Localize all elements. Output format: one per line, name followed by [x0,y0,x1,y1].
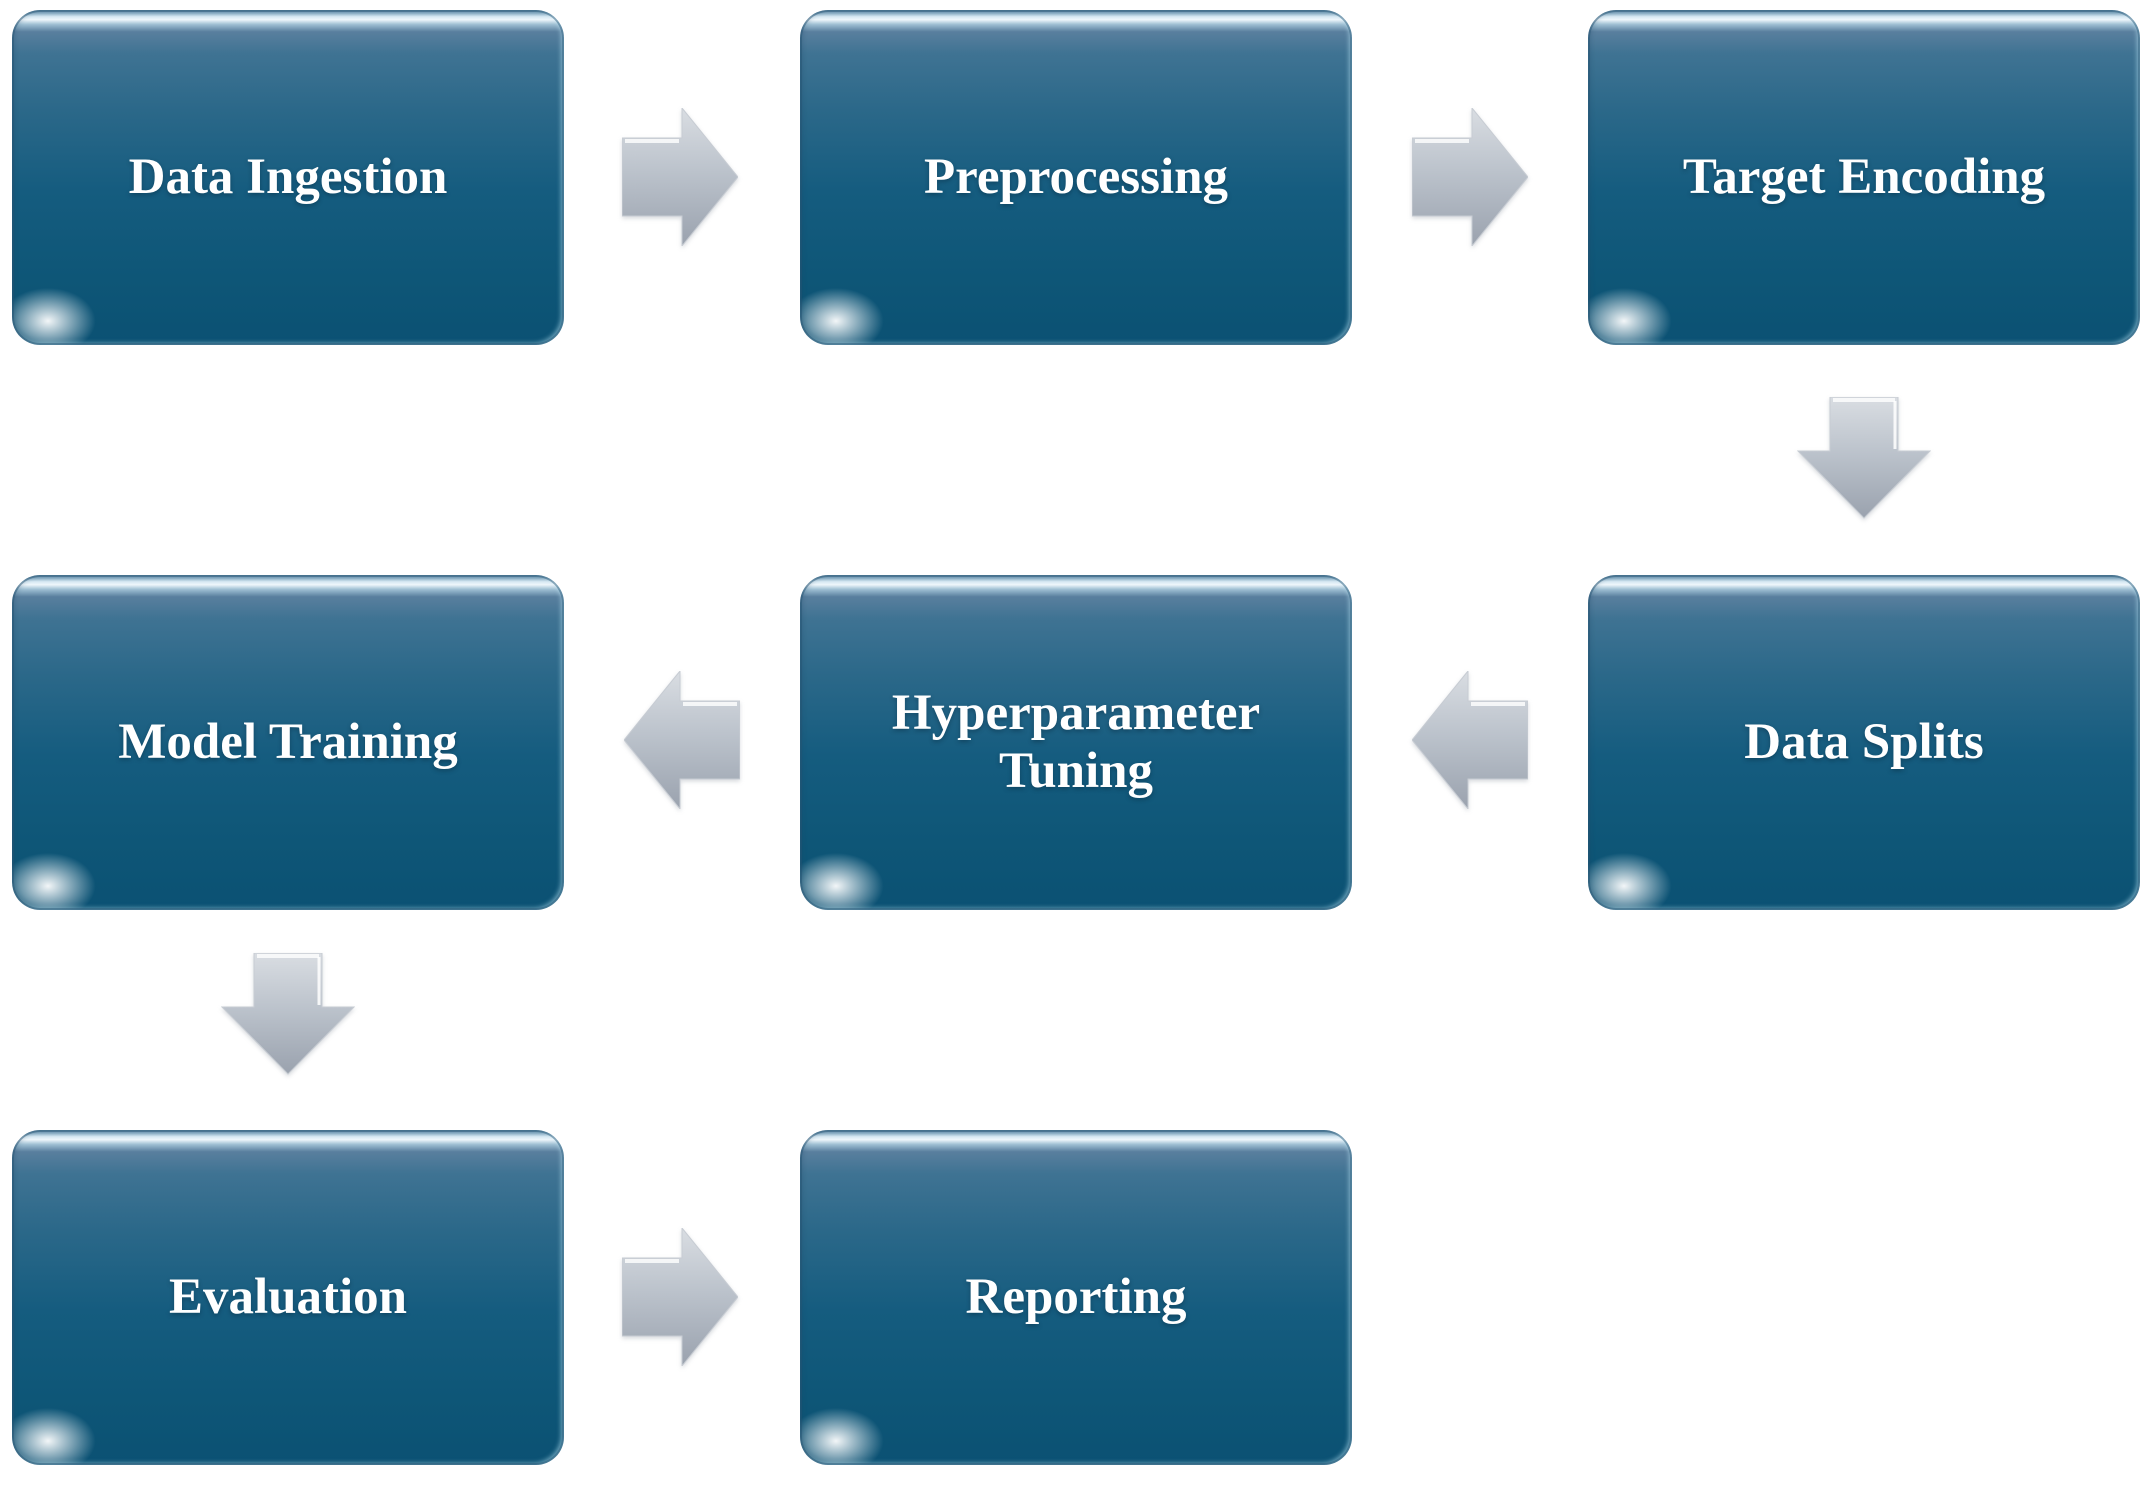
node-label: Hyperparameter Tuning [891,685,1261,799]
node-label: Data Splits [1744,713,1984,770]
arrow-right-icon [1412,108,1528,246]
node-data-splits: Data Splits [1588,575,2140,910]
node-label: Model Training [118,713,458,770]
arrow-down-icon [221,953,355,1075]
node-label: Reporting [965,1268,1187,1325]
node-label: Preprocessing [923,148,1229,205]
node-label: Target Encoding [1682,148,2046,205]
arrow-left-icon [624,671,740,809]
node-model-training: Model Training [12,575,564,910]
node-hyperparameter-tuning: Hyperparameter Tuning [800,575,1352,910]
arrow-down-icon [1797,397,1931,519]
node-target-encoding: Target Encoding [1588,10,2140,345]
node-data-ingestion: Data Ingestion [12,10,564,345]
node-evaluation: Evaluation [12,1130,564,1465]
arrow-left-icon [1412,671,1528,809]
node-preprocessing: Preprocessing [800,10,1352,345]
node-label: Evaluation [168,1268,408,1325]
arrow-right-icon [622,108,738,246]
arrow-right-icon [622,1228,738,1366]
node-label: Data Ingestion [128,148,448,205]
node-reporting: Reporting [800,1130,1352,1465]
